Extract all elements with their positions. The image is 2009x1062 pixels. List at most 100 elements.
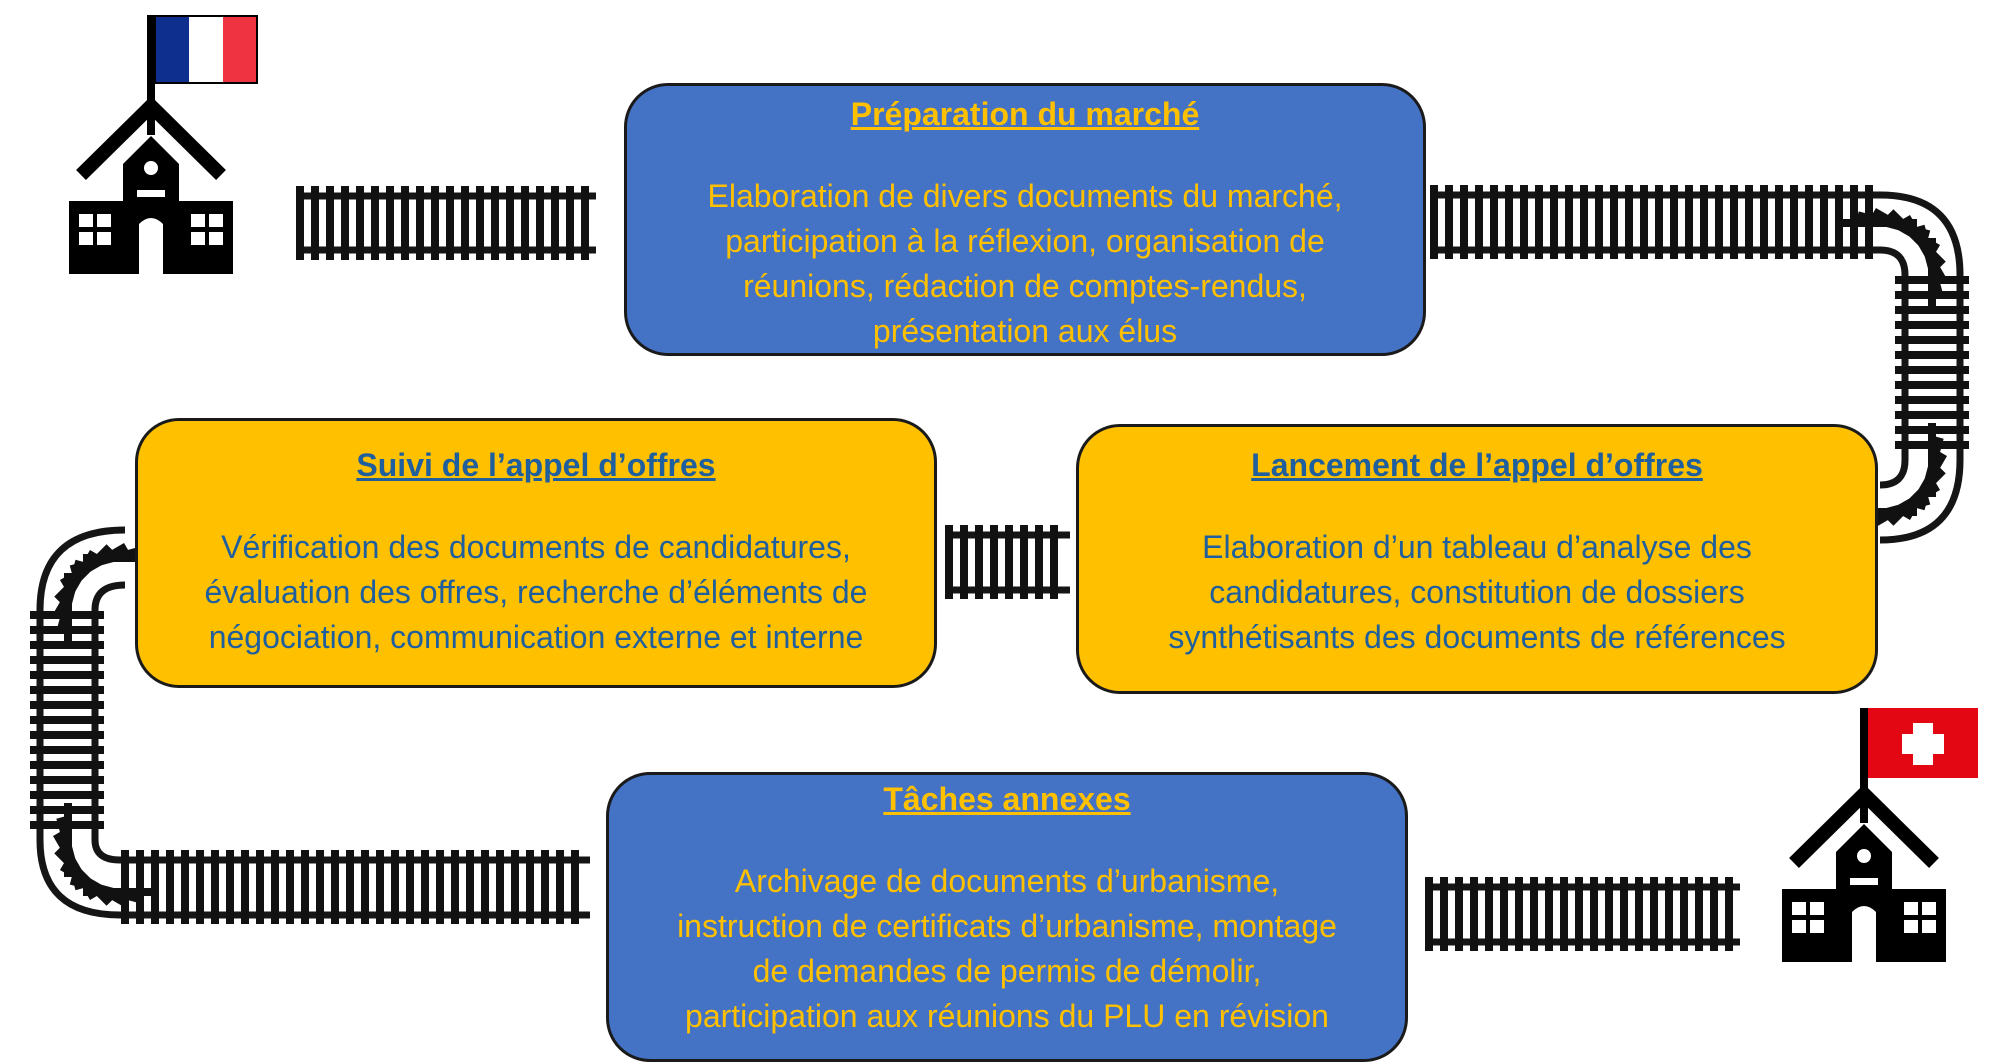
track-sleeper	[551, 186, 559, 260]
track-sleeper	[431, 186, 439, 260]
track-sleeper	[181, 850, 189, 924]
step-line: synthétisants des documents de référence…	[1168, 619, 1786, 655]
track-sleeper	[256, 850, 264, 924]
track-sleeper	[1895, 291, 1969, 299]
switzerland-flag-icon	[1860, 708, 1978, 823]
track-sleeper	[1895, 336, 1969, 344]
track-sleeper	[1620, 877, 1628, 951]
track-sleeper	[30, 776, 104, 784]
track-sleeper	[376, 850, 384, 924]
track-sleeper	[481, 850, 489, 924]
track-sleeper	[1625, 185, 1633, 259]
track-sleeper	[1475, 185, 1483, 259]
track-sleeper	[1655, 185, 1663, 259]
track-sleeper	[521, 186, 529, 260]
track-sleeper	[421, 850, 429, 924]
track-sleeper	[1650, 877, 1658, 951]
track-sleeper	[1505, 185, 1513, 259]
track-sleeper	[1575, 877, 1583, 951]
track-sleeper	[1530, 877, 1538, 951]
track-sleeper	[1035, 525, 1043, 599]
track-sleeper	[121, 850, 129, 924]
track-sleeper	[361, 850, 369, 924]
track-sleeper	[30, 731, 104, 739]
track-sleeper	[1895, 366, 1969, 374]
step-line: évaluation des offres, recherche d’éléme…	[204, 574, 868, 610]
track-sleeper	[1775, 185, 1783, 259]
step-line: Vérification des documents de candidatur…	[221, 529, 851, 565]
track-sleeper	[1730, 185, 1738, 259]
track-sleeper	[1440, 877, 1448, 951]
track-sleeper	[241, 850, 249, 924]
track-sleeper	[496, 850, 504, 924]
track-sleeper	[30, 746, 104, 754]
track-sleeper	[151, 850, 159, 924]
end-station	[1782, 708, 1978, 962]
track-sleeper	[1470, 877, 1478, 951]
track-sleeper	[491, 186, 499, 260]
track-sleeper	[296, 186, 304, 260]
track-sleeper	[1005, 525, 1013, 599]
track-sleeper	[1485, 877, 1493, 951]
track-sleeper	[1715, 185, 1723, 259]
step-line: de demandes de permis de démolir,	[752, 953, 1262, 989]
track-sleeper	[476, 186, 484, 260]
step-line: candidatures, constitution de dossiers	[1209, 574, 1745, 610]
track-sleeper	[271, 850, 279, 924]
track-sleeper	[406, 850, 414, 924]
track-sleeper	[1928, 238, 1936, 312]
track-sleeper	[1425, 877, 1433, 951]
track-sleeper	[990, 525, 998, 599]
track-sleeper	[196, 850, 204, 924]
track-sleeper	[526, 850, 534, 924]
step-line: réunions, rédaction de comptes-rendus,	[743, 268, 1307, 304]
track-sleeper	[1020, 525, 1028, 599]
track-sleeper	[30, 791, 104, 799]
track-sleeper	[1580, 185, 1588, 259]
step-line: présentation aux élus	[872, 313, 1178, 349]
track-sleeper	[136, 850, 144, 924]
track-sleeper	[1490, 185, 1498, 259]
track-sleeper	[1635, 877, 1643, 951]
track-sleeper	[1680, 877, 1688, 951]
step-line: participation aux réunions du PLU en rév…	[685, 998, 1329, 1034]
track-sleeper	[536, 186, 544, 260]
track-sleeper	[1560, 877, 1568, 951]
track-sleeper	[386, 186, 394, 260]
track-sleeper	[1805, 185, 1813, 259]
step-box-suivi: Suivi de l’appel d’offres Vérification d…	[135, 418, 937, 688]
track-sleeper	[571, 850, 579, 924]
track-sleeper	[1535, 185, 1543, 259]
step-description: Vérification des documents de candidatur…	[138, 525, 934, 660]
step-box-annexes: Tâches annexes Archivage de documents d’…	[606, 772, 1408, 1062]
track-sleeper	[1520, 185, 1528, 259]
track-sleeper	[30, 656, 104, 664]
track-sleeper	[1590, 877, 1598, 951]
track-sleeper	[30, 761, 104, 769]
track-sleeper	[1820, 185, 1828, 259]
track-sleeper	[30, 671, 104, 679]
track-sleeper	[1895, 276, 1969, 284]
step-description: Elaboration d’un tableau d’analyse des c…	[1079, 525, 1875, 660]
step-title: Préparation du marché	[850, 96, 1200, 132]
track-sleeper	[1665, 877, 1673, 951]
track-sleeper	[511, 850, 519, 924]
track-sleeper	[371, 186, 379, 260]
track-sleeper	[960, 525, 968, 599]
track-sleeper	[316, 850, 324, 924]
track-sleeper	[1455, 877, 1463, 951]
step-box-lancement: Lancement de l’appel d’offres Elaboratio…	[1076, 424, 1878, 694]
track-sleeper	[1605, 877, 1613, 951]
track-sleeper	[1550, 185, 1558, 259]
track-sleeper	[1610, 185, 1618, 259]
track-sleeper	[1695, 877, 1703, 951]
track-sleeper	[1430, 185, 1438, 259]
step-title: Suivi de l’appel d’offres	[356, 447, 716, 483]
track-sleeper	[331, 850, 339, 924]
track-sleeper	[1565, 185, 1573, 259]
railway-scene	[30, 15, 1978, 1040]
track-sleeper	[541, 850, 549, 924]
track-sleeper	[1895, 396, 1969, 404]
track-sleeper	[581, 186, 589, 260]
track-sleeper	[945, 525, 953, 599]
